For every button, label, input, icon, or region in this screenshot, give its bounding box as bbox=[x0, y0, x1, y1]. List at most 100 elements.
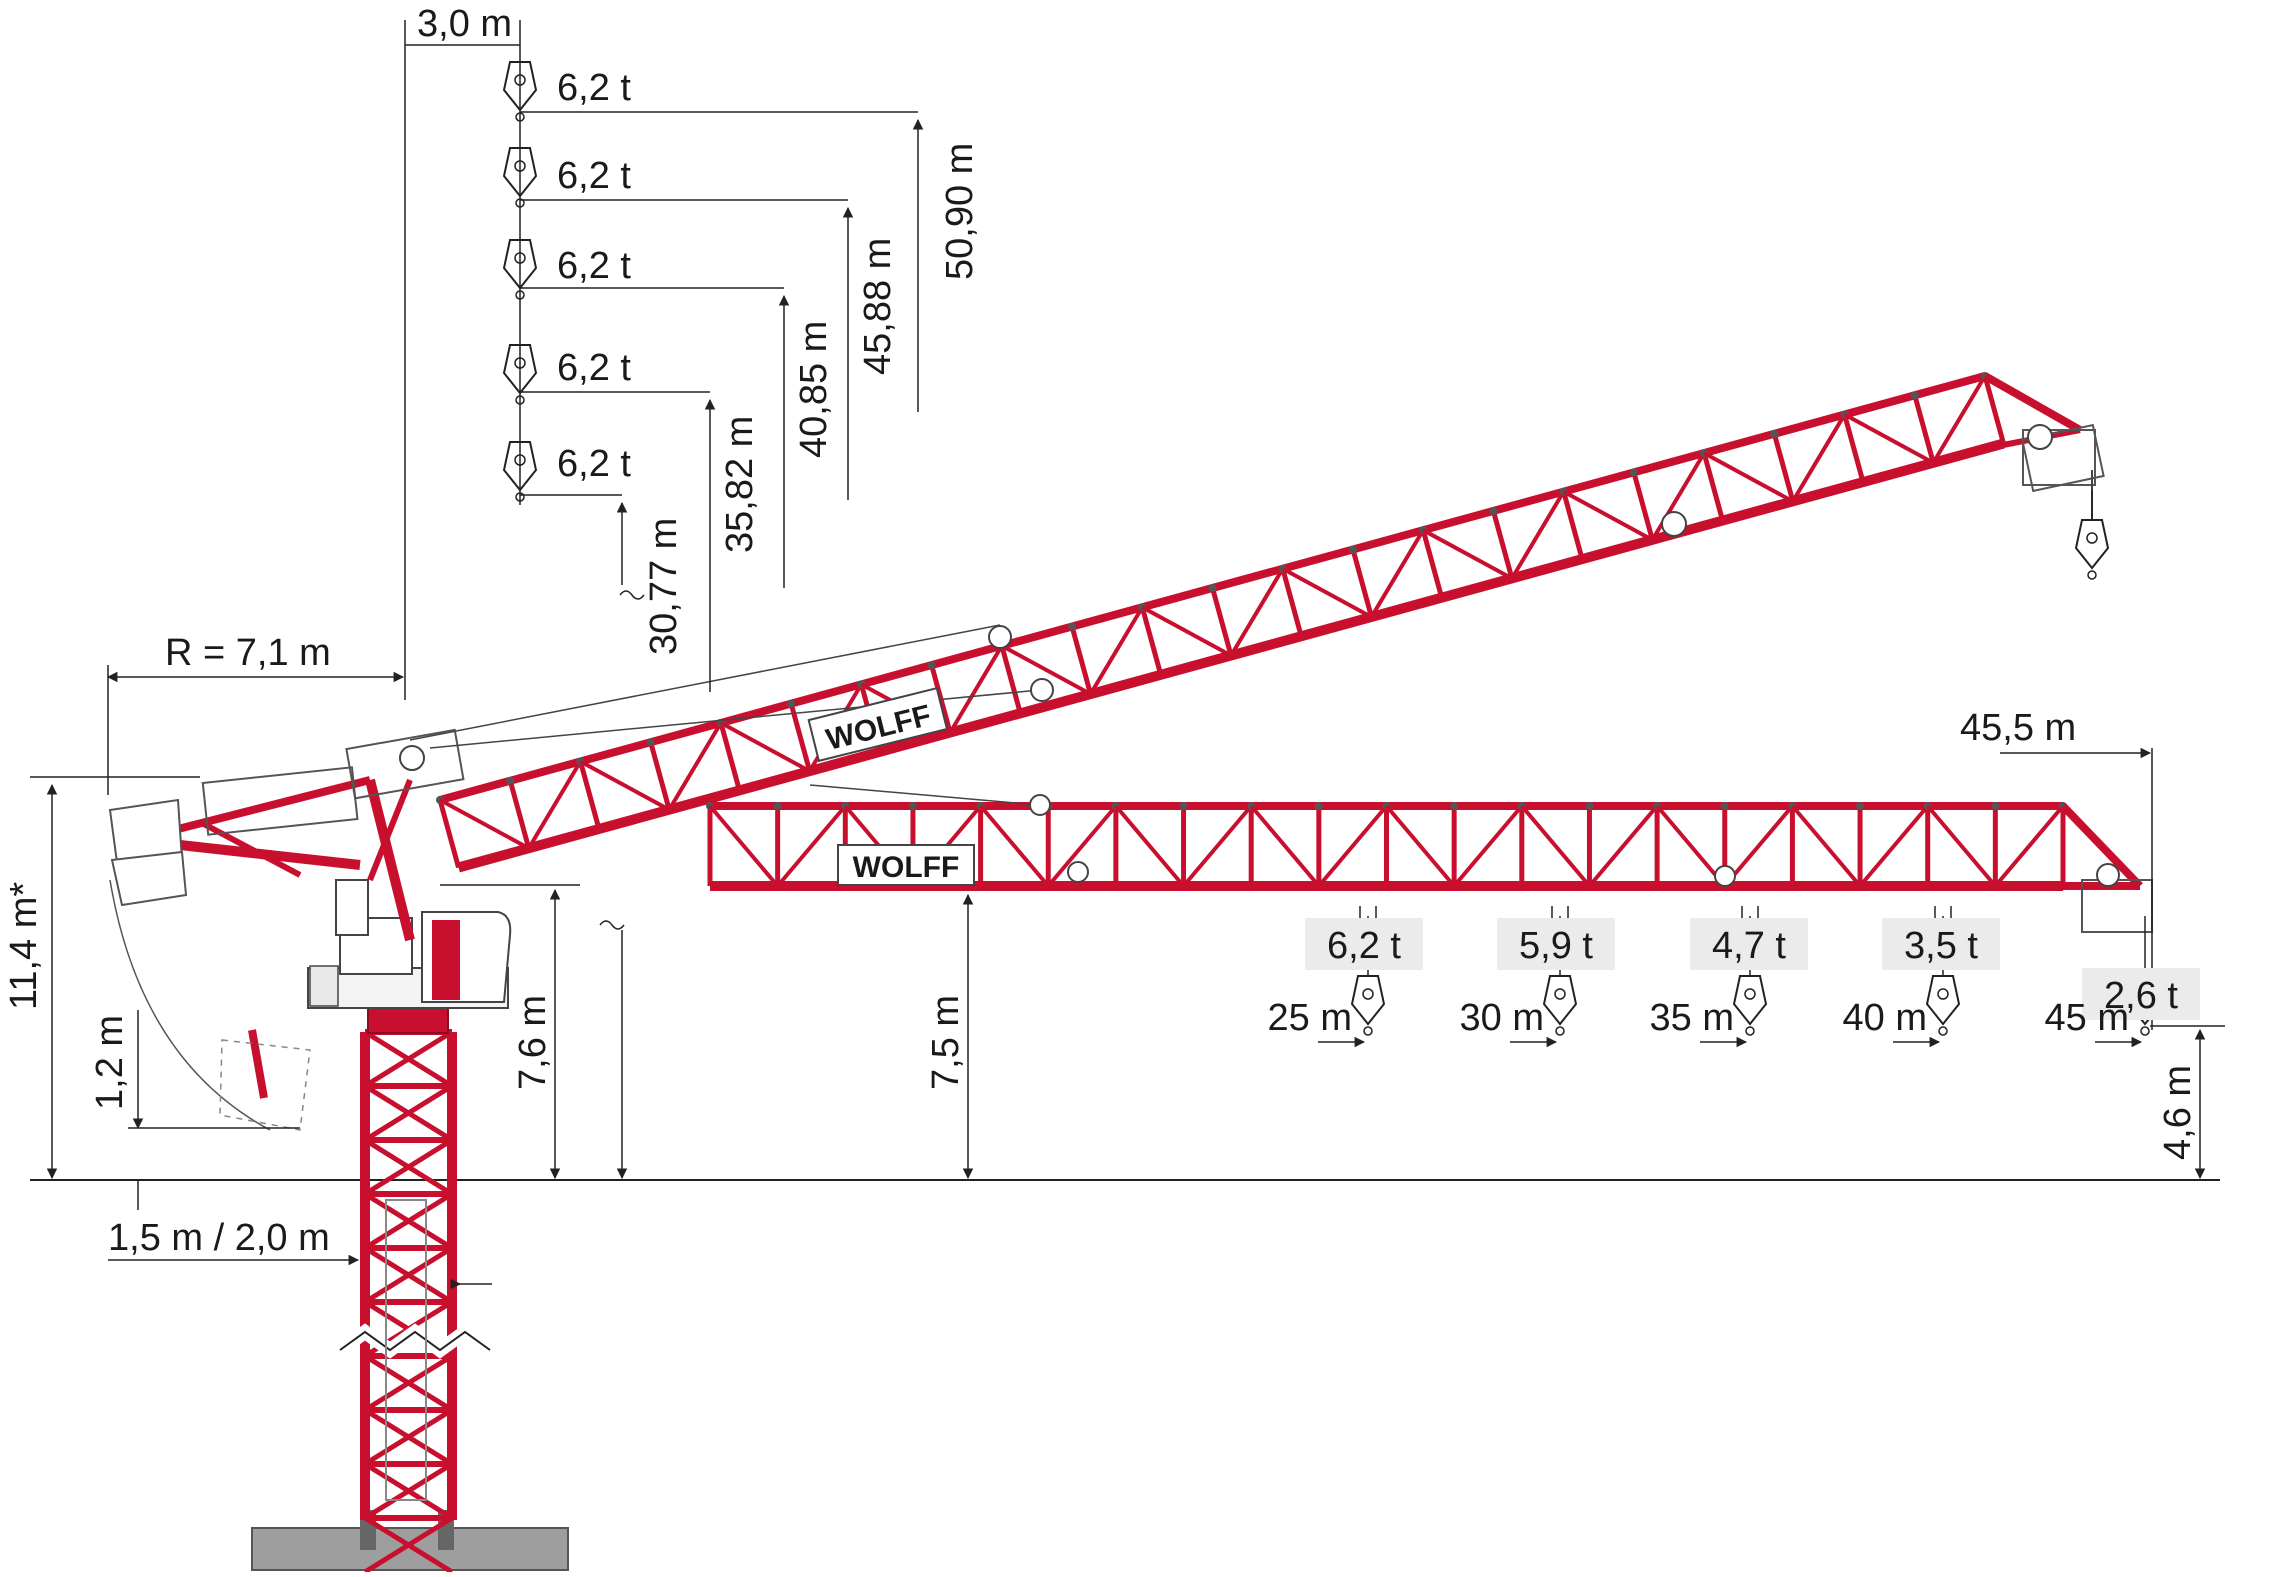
jib-horizontal-diagonal bbox=[1114, 804, 1186, 888]
jib-load-label: 4,7 t bbox=[1712, 925, 1786, 967]
luffing-height-label: 40,85 m bbox=[793, 321, 835, 458]
label-jib-length: 45,5 m bbox=[1960, 707, 2076, 749]
jib-raised-diagonal bbox=[439, 798, 530, 850]
hook-block bbox=[1350, 975, 1386, 1026]
brand-label-horizontal: WOLFF bbox=[853, 851, 960, 884]
jib-raised-strut bbox=[1701, 452, 1726, 522]
jib-horizontal-diagonal bbox=[1520, 804, 1591, 888]
jib-raised-node bbox=[1489, 506, 1498, 515]
jib-raised-strut bbox=[1771, 433, 1796, 502]
jib-load-label: 5,9 t bbox=[1519, 925, 1593, 967]
jib-raised-node bbox=[506, 776, 515, 785]
slewing-unit bbox=[307, 879, 512, 1034]
jib-raised-diagonal bbox=[1562, 489, 1654, 542]
jib-horizontal-diagonal bbox=[1993, 804, 2065, 888]
jib-raised-diagonal bbox=[1703, 451, 1794, 504]
jib-raised-diagonal bbox=[527, 760, 583, 850]
jib-load-box bbox=[2082, 968, 2200, 1020]
jib-horizontal-diagonal bbox=[1858, 804, 1930, 888]
tower-diagonal bbox=[363, 1245, 454, 1305]
dimension-labels: 3,0 m R = 7,1 m 11,4 m* 1,2 m 1,5 m / 2,… bbox=[3, 3, 2199, 1259]
hook-sheave bbox=[1362, 988, 1374, 1000]
jib-horizontal-diagonal bbox=[979, 804, 1050, 888]
jib-horizontal-diagonal bbox=[1046, 804, 1118, 888]
brand-plate-horizontal: WOLFF bbox=[837, 844, 975, 886]
luffing-height-label: 30,77 m bbox=[643, 518, 685, 655]
jib-raised-diagonal bbox=[1000, 644, 1092, 696]
jib-radius-label: 45 m bbox=[2045, 997, 2129, 1039]
jib-raised-diagonal bbox=[667, 721, 723, 811]
jib-raised-diagonal bbox=[948, 644, 1004, 734]
jib-raised-node bbox=[927, 661, 936, 670]
luffing-load-label: 6,2 t bbox=[557, 67, 631, 109]
jib-raised-diagonal bbox=[719, 721, 811, 773]
jib-horizontal-node bbox=[908, 802, 917, 810]
jib-horizontal-node bbox=[1585, 802, 1594, 810]
tower-diagonal bbox=[363, 1137, 454, 1197]
hook-blocks bbox=[502, 61, 2163, 1036]
tower-diagonal bbox=[363, 1083, 454, 1143]
tower-diagonal bbox=[363, 1461, 454, 1521]
jib-raised-node bbox=[787, 699, 796, 708]
jib-horizontal-node bbox=[773, 802, 782, 810]
jib-raised-diagonal bbox=[579, 759, 671, 812]
jib-load-box bbox=[1882, 918, 2000, 970]
hook-eye bbox=[2087, 570, 2097, 580]
jib-raised-strut bbox=[1982, 375, 2006, 445]
luffing-load-label: 6,2 t bbox=[557, 347, 631, 389]
ground bbox=[30, 1179, 2220, 1571]
hook-sheave bbox=[1744, 988, 1756, 1000]
hook-block bbox=[1732, 975, 1768, 1026]
jib-raised-node bbox=[1629, 468, 1638, 477]
jib-horizontal-diagonal bbox=[1926, 804, 1997, 888]
jib-raised-strut bbox=[1912, 394, 1936, 464]
luffing-load-label: 6,2 t bbox=[557, 245, 631, 287]
hook-sheave bbox=[2086, 532, 2098, 544]
hook-block bbox=[1925, 975, 1961, 1026]
jib-raised-node bbox=[1068, 622, 1077, 631]
tower-diagonal bbox=[363, 1353, 454, 1413]
jib-raised-strut bbox=[1350, 548, 1374, 618]
jib-horizontal bbox=[706, 802, 2143, 891]
jib-horizontal-diagonal bbox=[1587, 804, 1659, 888]
tower-diagonal bbox=[363, 1515, 454, 1575]
tower-ladder bbox=[385, 1199, 427, 1501]
jib-raised-node bbox=[1348, 545, 1357, 554]
jib-horizontal-diagonal bbox=[708, 804, 780, 888]
jib-horizontal-diagonal bbox=[1790, 804, 1862, 888]
jib-raised-strut bbox=[1210, 587, 1234, 657]
tower-diagonal bbox=[363, 1407, 454, 1467]
hook-block bbox=[2074, 519, 2110, 570]
jib-raised-diagonal bbox=[1650, 452, 1706, 541]
jib-radius-label: 30 m bbox=[1460, 997, 1544, 1039]
jib-raised-diagonal bbox=[1843, 412, 1935, 465]
jib-horizontal-diagonal bbox=[1384, 804, 1456, 888]
jib-horizontal-node bbox=[1450, 802, 1459, 810]
jib-raised-strut bbox=[1069, 625, 1093, 695]
jib-horizontal-diagonal bbox=[776, 804, 847, 888]
jib-raised-strut bbox=[648, 741, 672, 811]
load-labels: 6,2 t50,90 m6,2 t45,88 m6,2 t40,85 m6,2 … bbox=[557, 67, 2200, 1039]
jib-raised-strut bbox=[437, 799, 461, 869]
tower-diagonal bbox=[363, 1029, 454, 1089]
jib-raised-diagonal bbox=[1281, 566, 1373, 619]
jib-horizontal-diagonal bbox=[1723, 804, 1794, 888]
jib-raised-strut bbox=[1842, 413, 1866, 483]
jib-raised-strut bbox=[578, 760, 602, 830]
hook-eye bbox=[1938, 1026, 1948, 1036]
label-counter-radius: R = 7,1 m bbox=[165, 632, 331, 674]
jib-horizontal-details bbox=[809, 784, 2153, 933]
jib-horizontal-diagonal bbox=[1249, 804, 1321, 888]
jib-raised-strut bbox=[507, 780, 532, 849]
jib-horizontal-node bbox=[1314, 802, 1323, 810]
jib-radius-label: 25 m bbox=[1268, 997, 1352, 1039]
jib-radius-label: 35 m bbox=[1650, 997, 1734, 1039]
jib-raised-node bbox=[646, 738, 655, 747]
jib-raised-diagonal bbox=[1791, 413, 1847, 503]
jib-raised-strut bbox=[718, 722, 742, 792]
jib-load-label: 2,6 t bbox=[2104, 975, 2178, 1017]
label-raised-pivot-height: 7,6 m bbox=[512, 995, 554, 1090]
jib-load-box bbox=[1305, 918, 1423, 970]
dimension-lines bbox=[30, 20, 2225, 1285]
